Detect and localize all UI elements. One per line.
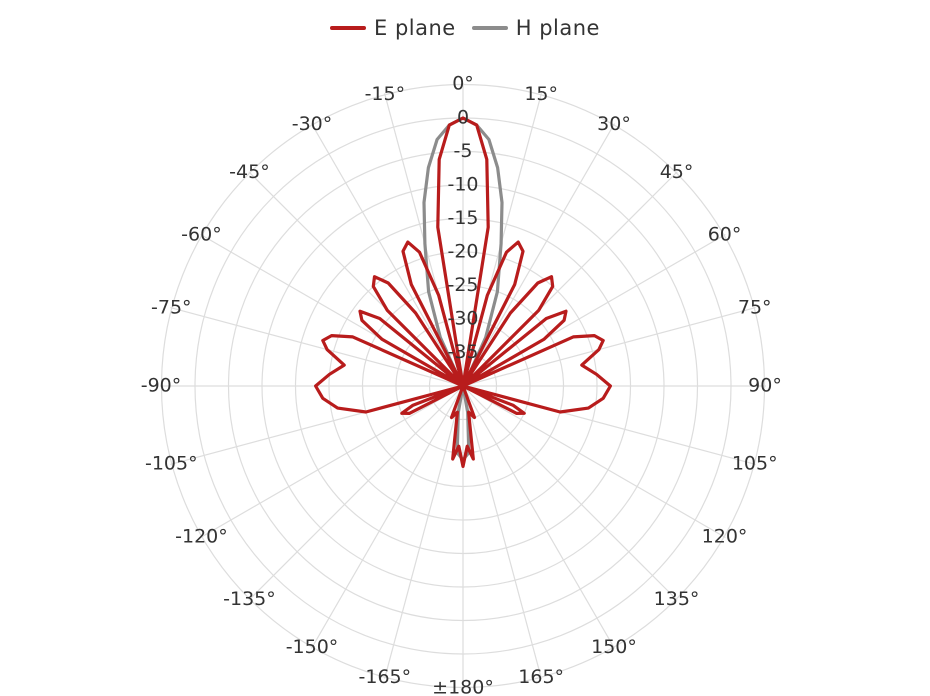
- angular-tick-label: 0°: [452, 73, 474, 95]
- angular-tick-label: -165°: [359, 666, 412, 688]
- angular-tick-label: -150°: [286, 636, 339, 658]
- grid-spoke: [462, 385, 678, 601]
- angular-tick-label: -135°: [223, 588, 276, 610]
- legend-swatch-e-plane: [330, 26, 367, 30]
- radial-tick-label: -10: [447, 174, 478, 196]
- grid-spoke: [383, 385, 464, 679]
- radial-tick-label: -15: [447, 207, 478, 229]
- angular-tick-label: -45°: [229, 161, 270, 183]
- grid-spoke: [462, 385, 543, 679]
- angular-tick-label: -90°: [141, 375, 182, 397]
- radial-tick-label: -35: [447, 341, 478, 363]
- series-line-e-plane: [314, 116, 612, 468]
- angular-tick-label: 120°: [702, 526, 748, 548]
- angular-tick-label: 105°: [732, 453, 778, 475]
- angular-tick-label: -30°: [292, 113, 333, 135]
- grid-spoke: [310, 123, 464, 387]
- radial-tick-label: -30: [447, 308, 478, 330]
- angular-tick-label: 90°: [748, 375, 782, 397]
- angular-tick-label: 30°: [597, 113, 631, 135]
- grid-spoke: [200, 385, 464, 539]
- angular-tick-label: 45°: [660, 161, 694, 183]
- angular-tick-label: 60°: [708, 224, 742, 246]
- legend-swatch-h-plane: [471, 26, 508, 30]
- grid-spoke: [462, 123, 616, 387]
- radial-tick-labels: 0 -5 -10 -15 -20 -25 -30 -35: [447, 107, 478, 364]
- angular-tick-label: -120°: [175, 526, 228, 548]
- angular-tick-labels: 0° 15° 30° 45° 60° 75° 90° 105° 120° 135° 150° 165°…: [141, 73, 782, 696]
- angular-tick-label: ±180°: [432, 677, 494, 696]
- grid-spoke: [462, 306, 756, 387]
- angular-tick-label: -75°: [151, 296, 192, 318]
- legend-label-h-plane: H plane: [515, 16, 600, 40]
- angular-tick-label: -15°: [365, 83, 406, 105]
- legend-label-e-plane: E plane: [374, 16, 456, 40]
- radial-tick-label: -5: [454, 140, 473, 162]
- radial-tick-label: -20: [447, 241, 478, 263]
- angular-tick-label: 75°: [738, 296, 772, 318]
- angular-tick-label: 15°: [524, 83, 558, 105]
- angular-tick-label: 165°: [518, 666, 564, 688]
- series-layer: [314, 116, 612, 468]
- grid-spoke: [462, 385, 726, 539]
- radial-tick-label: -25: [447, 274, 478, 296]
- grid-spoke: [170, 306, 464, 387]
- angular-tick-label: 150°: [591, 636, 637, 658]
- radial-tick-label: 0: [457, 107, 469, 129]
- chart-legend: E plane H plane: [0, 16, 930, 40]
- grid-spoke: [462, 385, 616, 649]
- angular-tick-label: -60°: [181, 224, 222, 246]
- grid-spoke: [310, 385, 464, 649]
- legend-item-e-plane[interactable]: E plane: [330, 16, 456, 40]
- legend-item-h-plane[interactable]: H plane: [471, 16, 600, 40]
- grid-spoke: [248, 385, 464, 601]
- angular-tick-label: -105°: [145, 453, 198, 475]
- angular-tick-label: 135°: [654, 588, 700, 610]
